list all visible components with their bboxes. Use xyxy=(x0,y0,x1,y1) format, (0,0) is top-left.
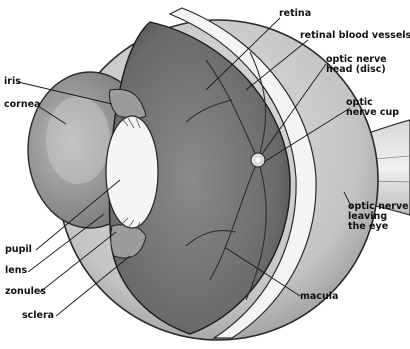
optic-cup xyxy=(256,158,261,163)
label-optic-nerve-leaving: optic nerve leaving the eye xyxy=(348,202,409,232)
label-optic-nerve-head: optic nerve head (disc) xyxy=(326,55,387,75)
cornea-highlight xyxy=(46,96,110,184)
label-optic-nerve-cup: optic nerve cup xyxy=(346,98,399,118)
label-retina: retina xyxy=(279,9,311,19)
label-retinal-blood-vessels: retinal blood vessels xyxy=(300,31,410,41)
label-cornea: cornea xyxy=(4,100,40,110)
label-zonules: zonules xyxy=(5,287,46,297)
label-pupil: pupil xyxy=(5,245,32,255)
label-sclera: sclera xyxy=(22,311,54,321)
label-iris: iris xyxy=(4,77,21,87)
label-macula: macula xyxy=(300,292,338,302)
label-lens: lens xyxy=(5,266,27,276)
lens-shape xyxy=(106,116,158,228)
